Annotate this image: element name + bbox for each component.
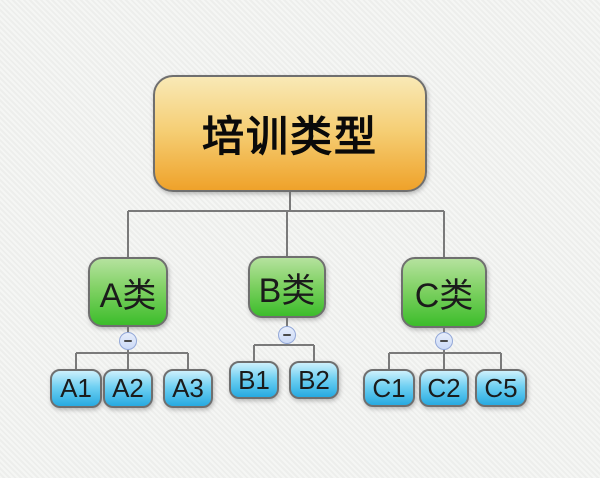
node-leaf-a2[interactable]: A2: [103, 369, 153, 408]
node-leaf-b2[interactable]: B2: [289, 361, 339, 399]
node-leaf-c5[interactable]: C5: [475, 369, 527, 407]
node-leaf-a3[interactable]: A3: [163, 369, 213, 408]
node-leaf-c1[interactable]: C1: [363, 369, 415, 407]
node-label: C2: [427, 372, 461, 403]
node-label: A类: [99, 276, 157, 315]
collapse-button-a[interactable]: [119, 332, 137, 350]
node-label: A3: [172, 373, 204, 403]
node-category-c[interactable]: C类: [401, 257, 487, 328]
collapse-button-b[interactable]: [278, 326, 296, 344]
node-category-a[interactable]: A类: [88, 257, 168, 327]
node-label: A1: [60, 373, 92, 403]
node-label: B1: [238, 364, 270, 395]
node-leaf-c2[interactable]: C2: [419, 369, 469, 407]
node-label: C类: [414, 277, 474, 315]
node-label: 培训类型: [201, 113, 378, 160]
node-leaf-a1[interactable]: A1: [50, 369, 102, 408]
node-leaf-b1[interactable]: B1: [229, 361, 279, 399]
node-label: C5: [484, 372, 518, 403]
node-label: B2: [298, 364, 330, 395]
node-label: C1: [372, 372, 406, 403]
minus-icon: [124, 340, 132, 342]
node-category-b[interactable]: B类: [248, 256, 326, 318]
node-label: B类: [258, 271, 316, 310]
minus-icon: [440, 340, 448, 342]
node-training-type[interactable]: 培训类型: [153, 75, 427, 192]
node-label: A2: [112, 373, 144, 403]
collapse-button-c[interactable]: [435, 332, 453, 350]
minus-icon: [283, 334, 291, 336]
